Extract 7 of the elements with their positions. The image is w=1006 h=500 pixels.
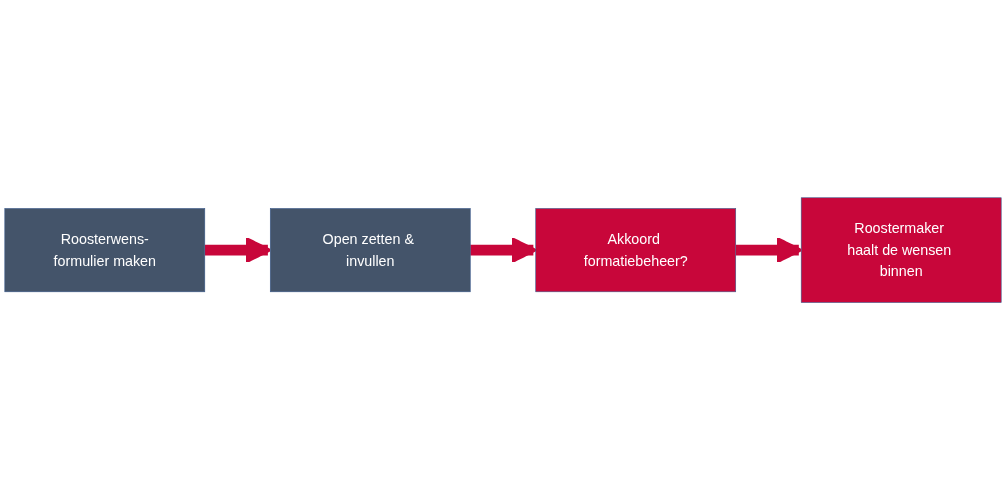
node-box: Akkoord formatiebeheer? [535,208,737,292]
arrow [735,236,803,264]
arrow [204,236,272,264]
node-box: Open zetten & invullen [269,208,471,292]
node-box: Roosterwens-formulier maken [4,208,206,292]
node-box: Roostermaker haalt de wensen binnen [800,197,1002,303]
arrow [470,236,537,264]
